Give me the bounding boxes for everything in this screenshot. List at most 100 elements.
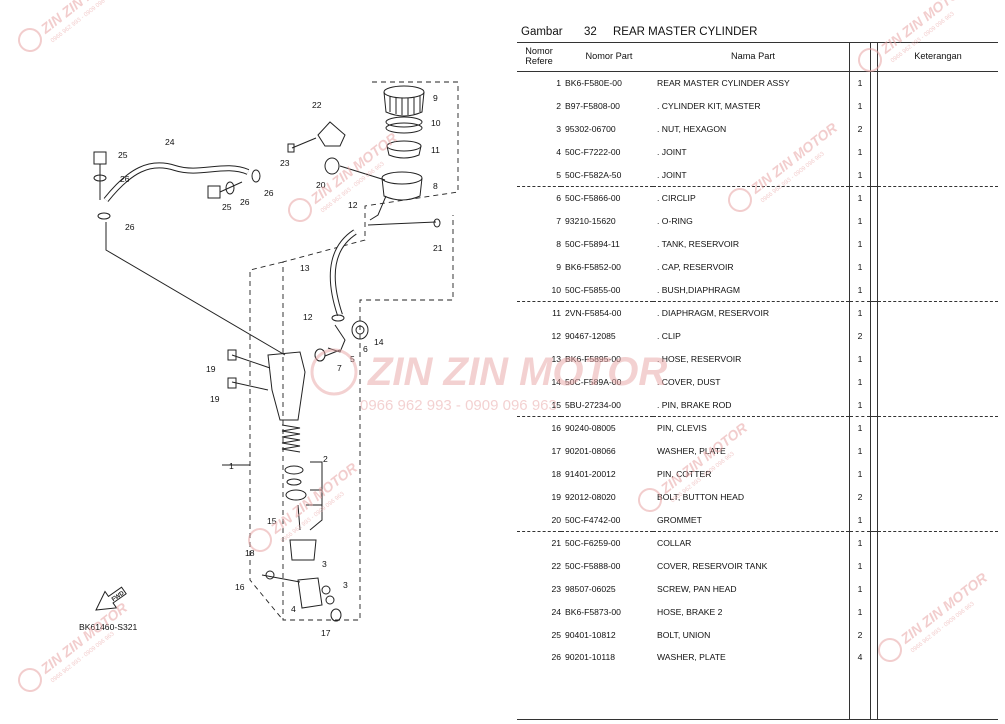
- gambar-label: Gambar: [521, 26, 563, 38]
- callout-25b: 25: [222, 202, 232, 212]
- remarks-cell: [877, 185, 998, 210]
- filler-cell: [517, 668, 561, 720]
- partno-cell: 50C-F5894-11: [565, 238, 620, 249]
- ref-cell: 25: [551, 629, 561, 640]
- remarks-cell: [877, 530, 998, 555]
- callout-5: 5: [350, 354, 355, 364]
- ref-cell: 16: [517, 415, 561, 440]
- name-cell: . BUSH,DIAPHRAGM: [657, 284, 741, 295]
- spacer-cell: [870, 278, 878, 302]
- qty-cell: 1: [849, 232, 871, 256]
- callout-1: 1: [229, 461, 234, 471]
- name-cell: . JOINT: [657, 169, 687, 180]
- remarks-cell: [878, 623, 999, 646]
- parts-diagram: 1 2 3 3 4 5 6 7 8 9 10 11 12 12 13 14 15…: [79, 81, 459, 638]
- remarks-cell: [878, 393, 999, 416]
- ref-cell: 22: [551, 561, 561, 572]
- callout-15: 15: [267, 516, 277, 526]
- qty-cell: 1: [849, 185, 871, 210]
- callout-18: 18: [245, 548, 255, 558]
- remarks-cell: [878, 118, 999, 141]
- spacer-cell: [870, 94, 878, 118]
- filler-cell: [849, 668, 871, 720]
- spacer-cell: [870, 255, 878, 279]
- partno-cell: 90240-08005: [561, 415, 653, 440]
- remarks-cell: [878, 210, 999, 233]
- ref-cell: 26: [551, 652, 561, 663]
- name-cell: . DIAPHRAGM, RESERVOIR: [653, 300, 850, 325]
- name-cell: . CYLINDER KIT, MASTER: [657, 101, 761, 112]
- spacer-cell: [870, 71, 878, 95]
- remarks-cell: [878, 600, 999, 623]
- name-cell: . NUT, HEXAGON: [657, 123, 727, 134]
- partno-cell: 50C-F6259-00: [561, 530, 653, 555]
- name-cell: . HOSE, RESERVOIR: [657, 353, 742, 364]
- remarks-cell: [878, 508, 999, 531]
- spacer-cell: [870, 185, 878, 210]
- name-cell: . O-RING: [657, 216, 693, 227]
- partno-cell: 50C-F582A-50: [565, 169, 622, 180]
- spacer-cell: [870, 324, 878, 348]
- col-spacer-header: [870, 42, 878, 72]
- filler-cell: [653, 668, 850, 720]
- partno-cell: 91401-20012: [565, 468, 616, 479]
- callout-23: 23: [280, 158, 290, 168]
- ref-cell: 9: [556, 261, 561, 272]
- qty-cell: 1: [849, 163, 871, 187]
- diagram-code: BK61460-S321: [79, 622, 138, 632]
- partno-cell: BK6-F5873-00: [565, 606, 621, 617]
- ref-cell: 14: [551, 376, 561, 387]
- callout-26a: 26: [120, 174, 130, 184]
- filler-cell: [561, 668, 653, 720]
- qty-cell: 1: [849, 508, 871, 532]
- partno-cell: 90467-12085: [565, 331, 616, 342]
- remarks-cell: [878, 163, 999, 186]
- remarks-cell: [878, 325, 999, 348]
- callout-21: 21: [433, 243, 443, 253]
- callout-16: 16: [235, 582, 245, 592]
- remarks-cell: [878, 463, 999, 486]
- filler-cell: [877, 668, 998, 720]
- spacer-cell: [870, 140, 878, 164]
- callout-24: 24: [165, 137, 175, 147]
- ref-cell: 5: [556, 169, 561, 180]
- qty-cell: 1: [849, 94, 871, 118]
- ref-cell: 6: [517, 185, 561, 210]
- qty-cell: 1: [849, 577, 871, 601]
- qty-cell: 1: [849, 71, 871, 95]
- spacer-cell: [870, 415, 878, 440]
- partno-cell: BK6-F5852-00: [565, 261, 621, 272]
- callout-4: 4: [291, 604, 296, 614]
- spacer-cell: [870, 117, 878, 141]
- spacer-cell: [870, 209, 878, 233]
- qty-cell: 2: [849, 117, 871, 141]
- qty-cell: 1: [849, 300, 871, 325]
- callout-26b: 26: [125, 222, 135, 232]
- spacer-cell: [870, 370, 878, 394]
- col-qty-header: [849, 42, 871, 72]
- remarks-cell: [878, 233, 999, 256]
- remarks-cell: [878, 578, 999, 601]
- remarks-cell: [878, 440, 999, 463]
- ref-cell: 24: [551, 606, 561, 617]
- callout-13: 13: [300, 263, 310, 273]
- callout-25a: 25: [118, 150, 128, 160]
- name-cell: GROMMET: [657, 514, 702, 525]
- qty-cell: 1: [849, 255, 871, 279]
- partno-cell: BK6-F580E-00: [565, 78, 622, 89]
- spacer-cell: [870, 347, 878, 371]
- remarks-cell: [878, 95, 999, 118]
